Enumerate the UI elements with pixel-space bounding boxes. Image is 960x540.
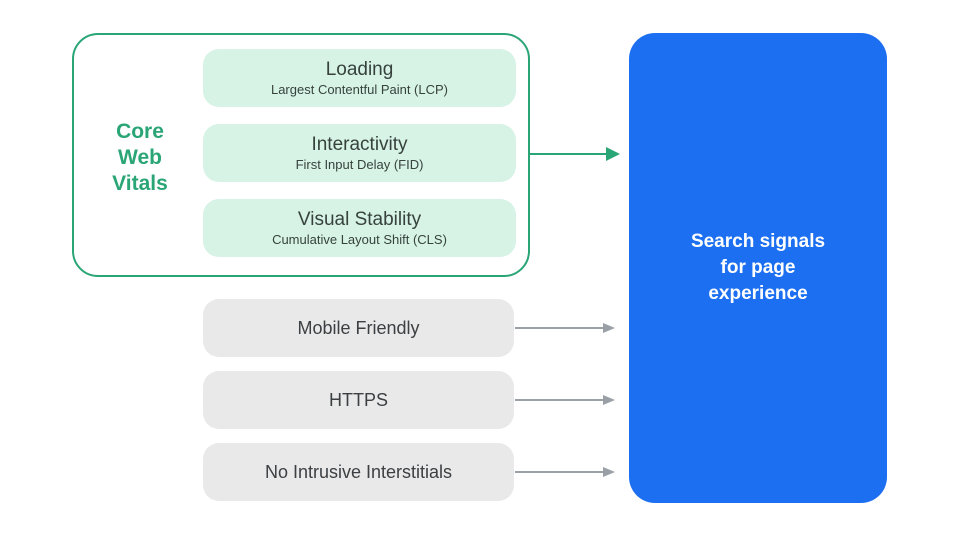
- arrow-https-line: [515, 399, 605, 401]
- signal-label-mobile-friendly: Mobile Friendly: [297, 317, 420, 338]
- cwv-label-line-2: Web: [118, 146, 162, 169]
- vital-box-loading: Loading Largest Contentful Paint (LCP): [203, 49, 516, 107]
- arrow-no-intrusive-interstitials-line: [515, 471, 605, 473]
- vital-subtitle-fid: First Input Delay (FID): [295, 157, 424, 172]
- arrow-https-head-icon: [603, 395, 615, 405]
- signal-box-mobile-friendly: Mobile Friendly: [203, 299, 514, 357]
- search-signals-panel: Search signals for page experience: [629, 33, 887, 503]
- arrow-mobile-friendly-head-icon: [603, 323, 615, 333]
- vital-box-interactivity: Interactivity First Input Delay (FID): [203, 124, 516, 182]
- signal-label-no-intrusive-interstitials: No Intrusive Interstitials: [264, 461, 453, 482]
- arrow-no-intrusive-interstitials-head-icon: [603, 467, 615, 477]
- vital-box-visual-stability: Visual Stability Cumulative Layout Shift…: [203, 199, 516, 257]
- core-web-vitals-label: Core Web Vitals: [84, 119, 196, 197]
- arrow-core-web-vitals-line: [530, 153, 608, 155]
- arrow-mobile-friendly-line: [515, 327, 605, 329]
- vital-title-loading: Loading: [325, 59, 394, 80]
- vital-title-interactivity: Interactivity: [311, 134, 408, 155]
- search-signals-line-3: experience: [708, 283, 808, 304]
- arrow-core-web-vitals-head-icon: [606, 147, 620, 161]
- signal-box-no-intrusive-interstitials: No Intrusive Interstitials: [203, 443, 514, 501]
- vital-subtitle-lcp: Largest Contentful Paint (LCP): [270, 82, 449, 97]
- core-web-vitals-group: [72, 33, 530, 277]
- signal-label-https: HTTPS: [328, 389, 388, 410]
- vital-subtitle-cls: Cumulative Layout Shift (CLS): [272, 232, 447, 247]
- signal-box-https: HTTPS: [203, 371, 514, 429]
- search-signals-line-1: Search signals: [690, 231, 826, 252]
- cwv-label-line-3: Vitals: [112, 172, 168, 195]
- vital-title-visual-stability: Visual Stability: [297, 209, 422, 230]
- cwv-label-line-1: Core: [116, 120, 164, 143]
- search-signals-line-2: for page: [720, 257, 796, 278]
